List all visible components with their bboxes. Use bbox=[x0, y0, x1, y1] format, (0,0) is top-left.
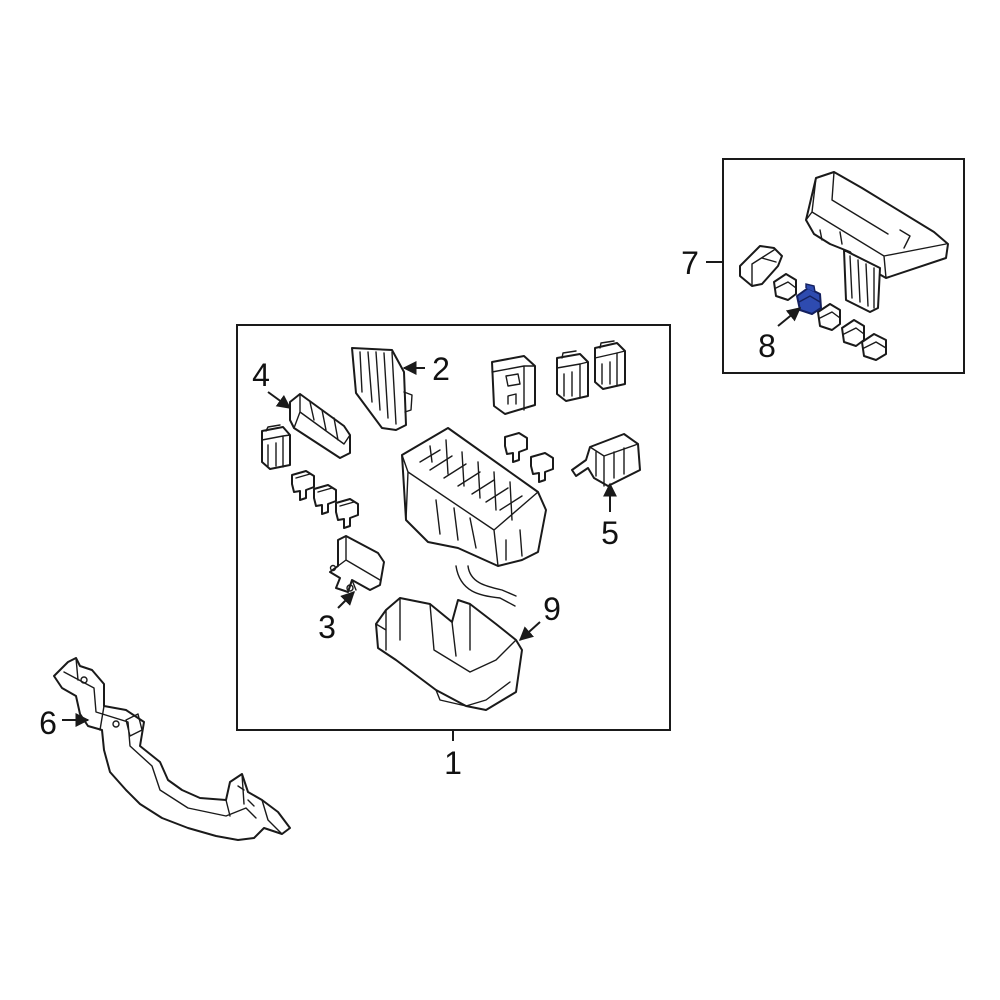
part-3-bracket[interactable] bbox=[329, 535, 385, 593]
leader-3 bbox=[337, 591, 355, 609]
callout-8: 8 bbox=[758, 328, 776, 364]
inset-small-cover[interactable] bbox=[739, 245, 783, 287]
part-6-long-bracket[interactable] bbox=[53, 657, 291, 841]
part-4-fuse-strip[interactable] bbox=[289, 393, 351, 459]
mini-fuse-5[interactable] bbox=[530, 452, 554, 483]
callout-4: 4 bbox=[252, 357, 270, 393]
leader-8 bbox=[777, 307, 802, 327]
leader-9 bbox=[518, 621, 541, 641]
relay-left[interactable] bbox=[261, 424, 291, 470]
callout-6: 6 bbox=[39, 705, 57, 741]
mini-fuse-1[interactable] bbox=[291, 470, 315, 501]
callout-3: 3 bbox=[318, 609, 336, 645]
inset-clip-2[interactable] bbox=[817, 303, 841, 331]
relay-top-right[interactable] bbox=[594, 340, 626, 390]
callout-5: 5 bbox=[601, 515, 619, 551]
callout-1: 1 bbox=[444, 745, 462, 781]
leader-4 bbox=[267, 391, 292, 409]
relay-top-middle[interactable] bbox=[556, 350, 589, 402]
main-fuse-box[interactable] bbox=[401, 427, 547, 607]
relay-top-large[interactable] bbox=[491, 355, 536, 415]
mini-fuse-4[interactable] bbox=[504, 432, 528, 463]
inset-clip-1[interactable] bbox=[773, 273, 797, 301]
mini-fuse-2[interactable] bbox=[313, 484, 337, 515]
part-5-connector-block[interactable] bbox=[571, 433, 641, 487]
inset-clip-4[interactable] bbox=[861, 333, 887, 361]
mini-fuse-3[interactable] bbox=[335, 498, 359, 529]
callout-7: 7 bbox=[681, 245, 699, 281]
part-8-highlighted-clip[interactable] bbox=[796, 283, 822, 315]
callout-2: 2 bbox=[432, 351, 450, 387]
part-7-fuse-box-cover[interactable] bbox=[805, 171, 949, 313]
callout-9: 9 bbox=[543, 591, 561, 627]
part-2-relay-cover[interactable] bbox=[351, 347, 413, 431]
part-9-lower-tray[interactable] bbox=[375, 597, 523, 711]
